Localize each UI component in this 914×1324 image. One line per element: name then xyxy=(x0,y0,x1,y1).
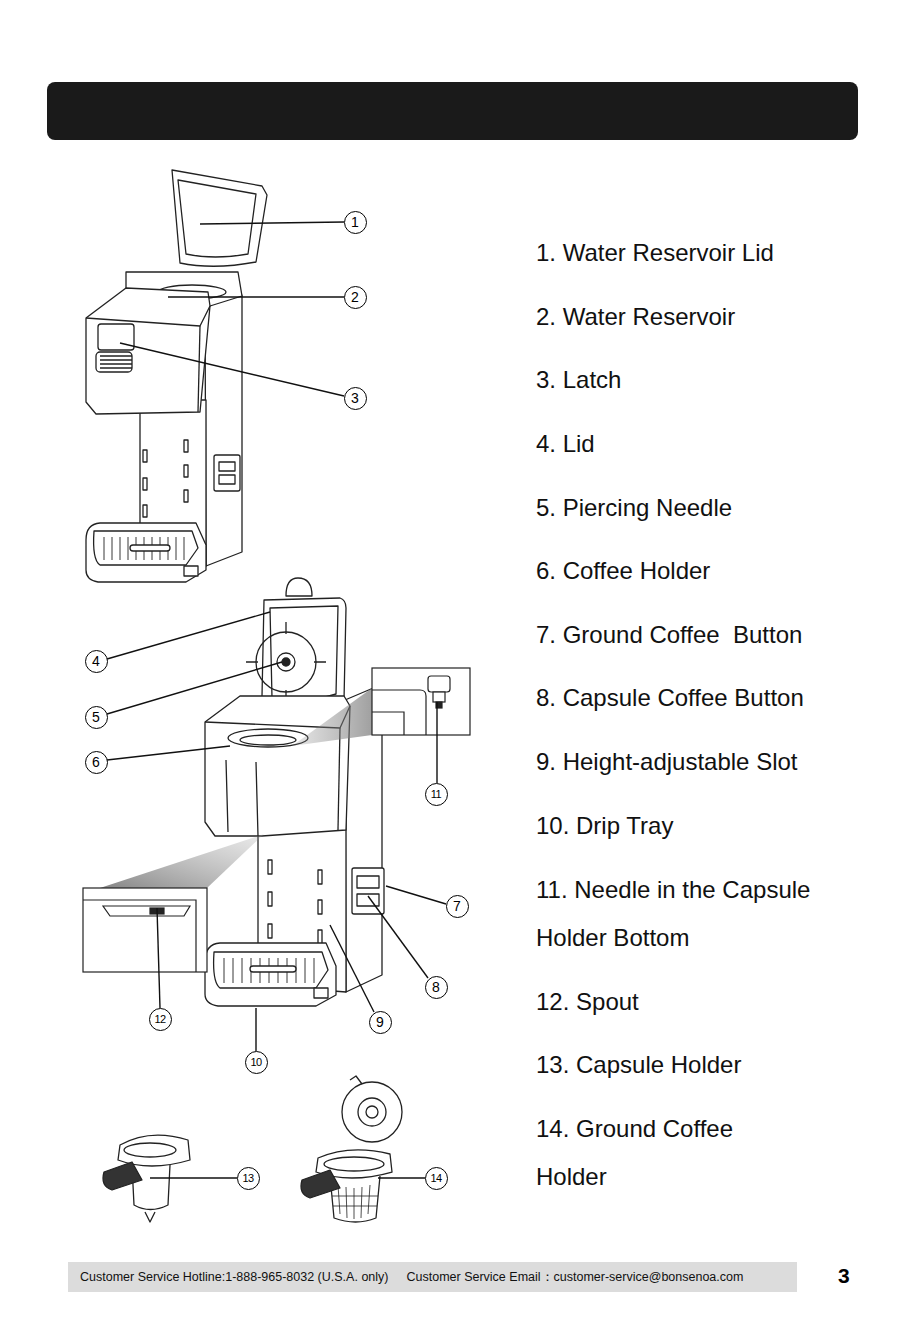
header-bar xyxy=(47,82,858,140)
machine-open xyxy=(205,578,384,1006)
part-name: 14. Ground Coffee Holder xyxy=(536,1105,771,1201)
part-name: 8. Capsule Coffee Button xyxy=(536,674,876,722)
part-name: 2. Water Reservoir xyxy=(536,293,876,341)
zoom-cone xyxy=(100,834,264,888)
part-name: 10. Drip Tray xyxy=(536,802,876,850)
part-name: 5. Piercing Needle xyxy=(536,484,876,532)
zoom-cone xyxy=(292,688,372,746)
part-name: 6. Coffee Holder xyxy=(536,547,876,595)
callout-number: 14 xyxy=(425,1167,448,1190)
footer-text: Customer Service Hotline:1-888-965-8032 … xyxy=(80,1270,388,1284)
part-name: 13. Capsule Holder xyxy=(536,1041,876,1089)
callout-number: 13 xyxy=(237,1167,260,1190)
callout-number: 11 xyxy=(425,783,448,806)
part-name: 12. Spout xyxy=(536,978,876,1026)
part-name: 11. Needle in the Capsule Holder Bottom xyxy=(536,866,851,962)
callout-number: 6 xyxy=(85,751,108,774)
part-name: 9. Height-adjustable Slot xyxy=(536,738,876,786)
page-number: 3 xyxy=(838,1264,850,1288)
callout-number: 4 xyxy=(85,650,108,673)
footer-band: Customer Service Hotline:1-888-965-8032 … xyxy=(68,1262,797,1292)
callout-number: 2 xyxy=(344,286,367,309)
leader-lines xyxy=(107,222,446,1178)
callout-number: 10 xyxy=(245,1051,268,1074)
callout-number: 7 xyxy=(446,895,469,918)
callout-number: 3 xyxy=(344,387,367,410)
part-name: 1. Water Reservoir Lid xyxy=(536,229,876,277)
callout-number: 5 xyxy=(85,706,108,729)
footer-text: Customer Service Email：customer-service@… xyxy=(406,1269,743,1286)
zoom-inset xyxy=(83,668,470,972)
part-name: 3. Latch xyxy=(536,356,876,404)
callout-number: 9 xyxy=(369,1011,392,1034)
callout-number: 12 xyxy=(149,1008,172,1031)
machine-closed xyxy=(86,170,267,582)
callout-number: 1 xyxy=(344,211,367,234)
callout-number: 8 xyxy=(425,976,448,999)
part-name: 4. Lid xyxy=(536,420,876,468)
ground-coffee-holder xyxy=(301,1076,402,1222)
part-name: 7. Ground Coffee Button xyxy=(536,611,896,659)
